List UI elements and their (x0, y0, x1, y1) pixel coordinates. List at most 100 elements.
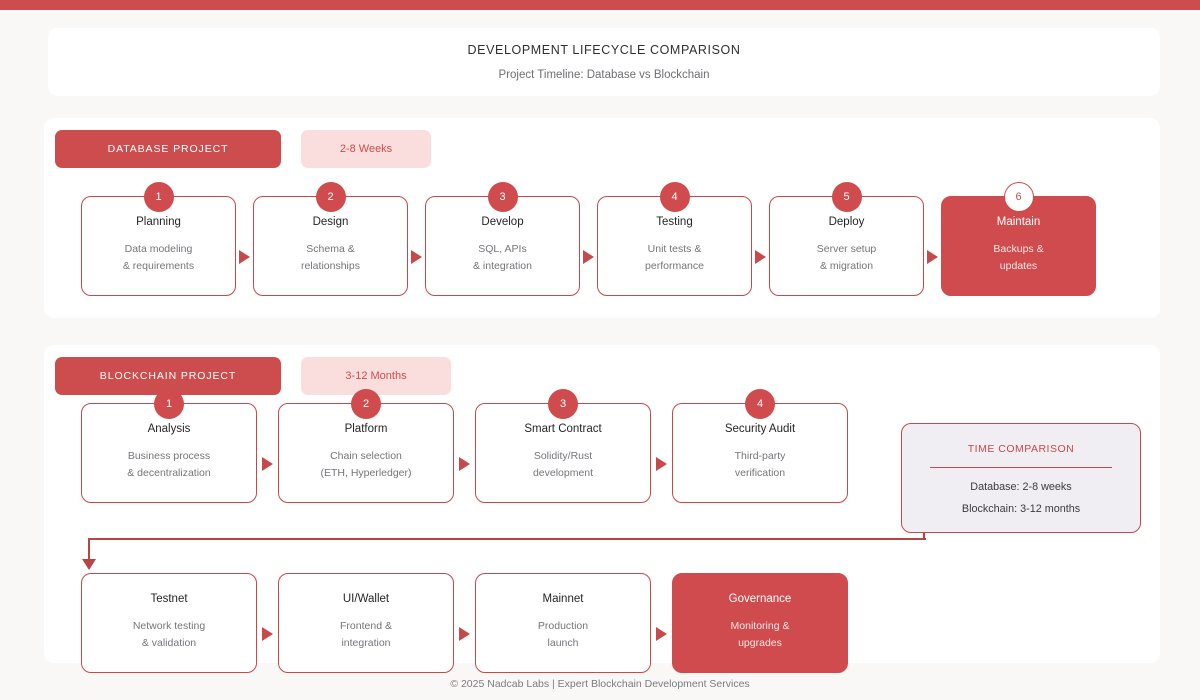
flow-arrow-icon (262, 627, 273, 641)
step-card-description-line1: Chain selection (330, 450, 402, 463)
footer-text: © 2025 Nadcab Labs | Expert Blockchain D… (450, 678, 750, 690)
flow-arrow-icon (583, 250, 594, 264)
step-card-description-line1: Backups & (993, 243, 1044, 256)
step-number-badge: 4 (745, 389, 775, 419)
flow-arrow-icon (656, 457, 667, 471)
step-card-title: Develop (481, 216, 524, 229)
step-card-description: SQL, APIs & integration (473, 241, 532, 276)
flow-arrow-icon (459, 457, 470, 471)
step-card-description: Frontend & integration (340, 618, 392, 653)
step-number-badge: 3 (548, 389, 578, 419)
time-comparison-row-blockchain: Blockchain: 3-12 months (961, 503, 1081, 516)
step-card-title: Testnet (150, 593, 188, 606)
step-card-title: Design (312, 216, 349, 229)
step-card-title: Mainnet (542, 593, 584, 606)
step-card-title: UI/Wallet (342, 593, 390, 606)
time-comparison-panel: TIME COMPARISON Database: 2-8 weeks Bloc… (901, 423, 1141, 533)
step-number-badge: 1 (143, 182, 174, 212)
step-card-title: Testing (656, 216, 693, 229)
connector-vertical-left (88, 538, 91, 562)
step-card-description: Chain selection(ETH, Hyperledger) (320, 448, 411, 483)
database-section-label: DATABASE PROJECT (55, 130, 281, 168)
time-comparison-title: TIME COMPARISON (967, 443, 1075, 455)
step-card-description: Server setup & migration (817, 241, 877, 276)
step-card-description-line1: Monitoring & (730, 620, 790, 633)
time-comparison-divider (930, 467, 1112, 469)
step-card-description-line1: SQL, APIs (478, 243, 527, 256)
flow-arrow-icon (459, 627, 470, 641)
header-panel: DEVELOPMENT LIFECYCLE COMPARISON Project… (48, 28, 1160, 96)
step-card-description-line2: verification (734, 467, 786, 480)
step-card-description: Unit tests & performance (645, 241, 704, 276)
flow-arrow-icon (927, 250, 938, 264)
step-card-description-line2: & migration (819, 260, 874, 273)
step-card-title: Governance (728, 593, 792, 606)
step-card-description-line2: relationships (301, 260, 360, 273)
step-card-description: Solidity/Rust development (533, 448, 593, 483)
step-card-title: Analysis (147, 423, 191, 436)
step-card-description-line1: Production (537, 620, 589, 633)
flow-arrow-icon (262, 457, 273, 471)
step-card-description: Production launch (538, 618, 588, 653)
blockchain-duration-badge: 3-12 Months (301, 357, 451, 395)
step-card-title: Maintain (996, 216, 1041, 229)
step-card-description: Business process& decentralization (127, 448, 210, 483)
step-number-badge: 6 (1003, 182, 1034, 212)
step-number-badge: 5 (831, 182, 862, 212)
flow-arrow-icon (656, 627, 667, 641)
database-duration-badge: 2-8 Weeks (301, 130, 431, 168)
step-card-description-line2: updates (999, 260, 1038, 273)
step-card-description: Third-party verification (735, 448, 786, 483)
step-card-description: Backups & updates (993, 241, 1043, 276)
step-card-description-line1: Unit tests & (647, 243, 702, 256)
step-number-badge: 3 (487, 182, 518, 212)
step-card-description-line1: Server setup (816, 243, 877, 256)
step-number-badge: 4 (659, 182, 690, 212)
page-subtitle: Project Timeline: Database vs Blockchain (498, 69, 710, 81)
step-card-description: Schema & relationships (301, 241, 360, 276)
step-card-description-line2: launch (547, 637, 579, 650)
step-card-description-line1: Schema & (306, 243, 355, 256)
step-card-description: Monitoring & upgrades (731, 618, 790, 653)
flow-arrow-icon (411, 250, 422, 264)
step-card-title: Platform (344, 423, 388, 436)
flow-arrow-icon (755, 250, 766, 264)
blockchain-section-label: BLOCKCHAIN PROJECT (55, 357, 281, 395)
step-card-title: Deploy (828, 216, 865, 229)
step-card-description-line2: upgrades (738, 637, 782, 650)
step-card-title: Planning (136, 216, 181, 229)
top-accent-bar (0, 0, 1200, 10)
step-card-description: Data modeling& requirements (123, 241, 194, 276)
connector-down-arrow-icon (82, 559, 96, 570)
step-card-description-line1: Solidity/Rust (533, 450, 593, 463)
step-card-description-line2: integration (341, 637, 391, 650)
step-card-description-line1: Frontend & (340, 620, 392, 633)
step-card-title: Security Audit (724, 423, 796, 436)
step-card-description-line2: development (532, 467, 594, 480)
step-card-description-line1: Network testing (132, 620, 206, 633)
step-card-description-line2: & integration (473, 260, 532, 273)
step-card-description: Network testing& validation (133, 618, 205, 653)
step-card-description-line1: Third-party (734, 450, 786, 463)
step-card-description-line2: performance (645, 260, 704, 273)
step-card-description-line1: Data modeling (124, 243, 193, 256)
